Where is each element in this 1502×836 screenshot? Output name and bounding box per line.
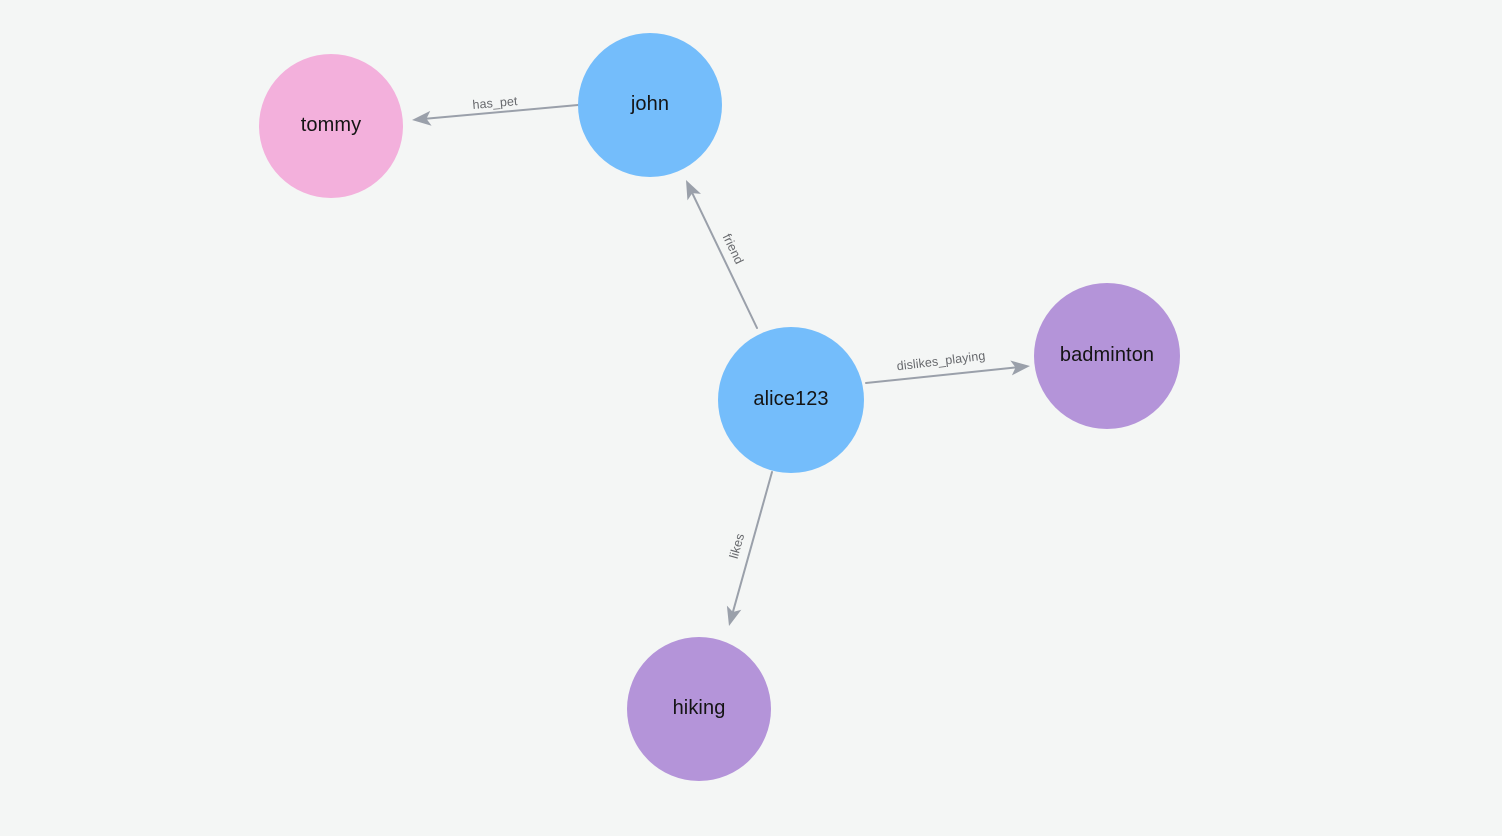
graph-node-label: alice123 xyxy=(753,388,829,411)
graph-edge[interactable] xyxy=(732,471,773,613)
graph-edge[interactable] xyxy=(865,366,1017,384)
edge-arrowhead-icon xyxy=(726,605,742,626)
graph-node-badminton[interactable]: badminton xyxy=(1034,283,1180,429)
graph-node-alice123[interactable]: alice123 xyxy=(718,327,864,473)
graph-node-label: john xyxy=(630,93,670,116)
graph-edge[interactable] xyxy=(691,192,758,329)
graph-node-tommy[interactable]: tommy xyxy=(259,54,403,198)
graph-node-label: badminton xyxy=(1059,344,1155,367)
graph-node-john[interactable]: john xyxy=(578,33,722,177)
graph-edge[interactable] xyxy=(425,104,579,120)
graph-node-label: hiking xyxy=(672,697,726,720)
edge-arrowhead-icon xyxy=(412,110,432,126)
edge-arrowhead-icon xyxy=(686,180,701,201)
edge-arrowhead-icon xyxy=(1010,360,1030,376)
graph-node-hiking[interactable]: hiking xyxy=(627,637,771,781)
graph-node-label: tommy xyxy=(300,114,362,137)
